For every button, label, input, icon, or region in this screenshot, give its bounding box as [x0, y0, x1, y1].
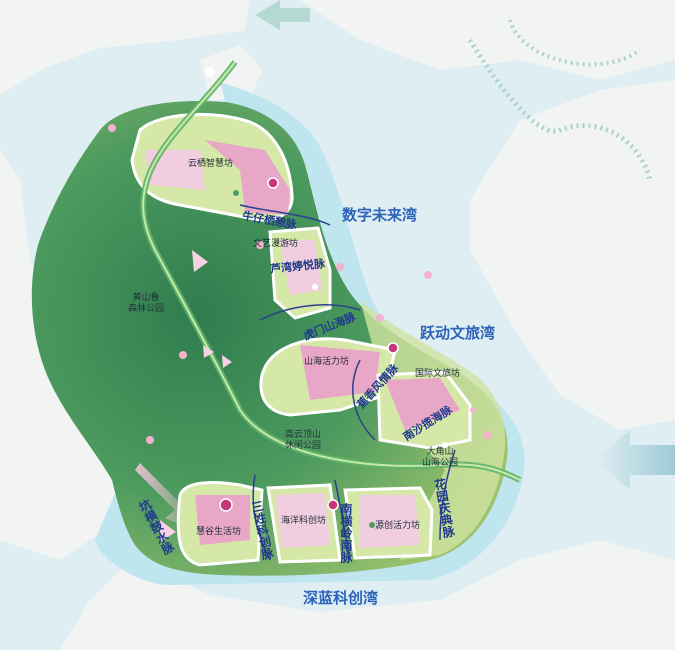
vein-line-1: [239, 204, 331, 226]
block-yunqi-pink2: [145, 150, 205, 190]
bay-digital-future-label: 数字未来湾: [342, 206, 418, 224]
park-huangshanlu-label: 黄山鲁 森林公园: [128, 293, 165, 315]
arrow-east: [595, 430, 675, 490]
block-wenyi-pink: [280, 240, 322, 295]
dot-1: [108, 124, 116, 132]
dot-4: [336, 263, 344, 271]
green-corridor-light: [142, 61, 521, 481]
marker-triangle-1: [192, 250, 208, 272]
land-south: [60, 540, 675, 650]
dot-8: [483, 431, 491, 439]
bay-active-culture-tourism-label: 跃动文旅湾: [420, 324, 496, 342]
workshop-haiyang-label: 海洋科创坊: [281, 516, 327, 526]
vein-line-4: [252, 474, 271, 561]
park-dajiaoshan-label: 大角山 山海公园: [422, 447, 459, 469]
block-haiyang-pink: [275, 493, 330, 548]
dot-13: [256, 241, 264, 249]
marker-triangle-3: [222, 355, 232, 368]
block-yunqi-pink: [205, 140, 290, 215]
dot-9: [219, 498, 233, 512]
dot-10: [327, 499, 339, 511]
block-guoji-pink: [385, 378, 460, 430]
block-shanhai-pink: [300, 345, 380, 400]
marker-triangle-2: [203, 345, 214, 358]
land-north: [300, 0, 675, 80]
dot-14: [312, 284, 318, 290]
dot-15: [233, 190, 239, 196]
arrow-north: [255, 0, 310, 30]
route-dotted-2: [508, 19, 642, 67]
dot-11: [146, 436, 154, 444]
dot-12: [179, 351, 187, 359]
marker-triangle-4: [160, 520, 176, 542]
vein-line-2: [259, 304, 361, 321]
vein-line-5: [334, 479, 351, 561]
workshop-huigu-label: 慧谷生活坊: [196, 527, 242, 537]
vein-line-3: [352, 359, 376, 441]
bay-deep-blue-tech-label: 深蓝科创湾: [303, 589, 379, 607]
vein-line-6: [439, 449, 456, 541]
dot-5: [424, 271, 432, 279]
park-gaoyunding-label: 高云顶山 休闲公园: [285, 430, 322, 452]
block-huigu-pink: [195, 495, 250, 545]
dot-17: [442, 442, 448, 448]
dot-6: [376, 314, 384, 322]
workshop-wenyi-label: 文艺漫游坊: [253, 239, 299, 249]
land-east: [470, 80, 675, 430]
vein-nanheng-label: 南横岭南脉: [339, 503, 353, 563]
dot-3: [267, 177, 279, 189]
land-northwest: [0, 0, 250, 95]
block-yuanchuang-pink: [360, 495, 420, 548]
district-land: [31, 100, 508, 576]
dot-18: [470, 407, 476, 413]
workshop-yuanchuang-label: 源创活力坊: [375, 521, 421, 531]
dot-7: [387, 342, 399, 354]
workshop-guoji-label: 国际文旅坊: [415, 369, 461, 379]
route-dotted: [467, 38, 653, 181]
workshop-yunqi-label: 云栖智慧坊: [188, 159, 234, 169]
dot-16: [369, 522, 375, 528]
workshop-shanhai-label: 山海活力坊: [304, 357, 350, 367]
dot-2: [205, 67, 215, 77]
